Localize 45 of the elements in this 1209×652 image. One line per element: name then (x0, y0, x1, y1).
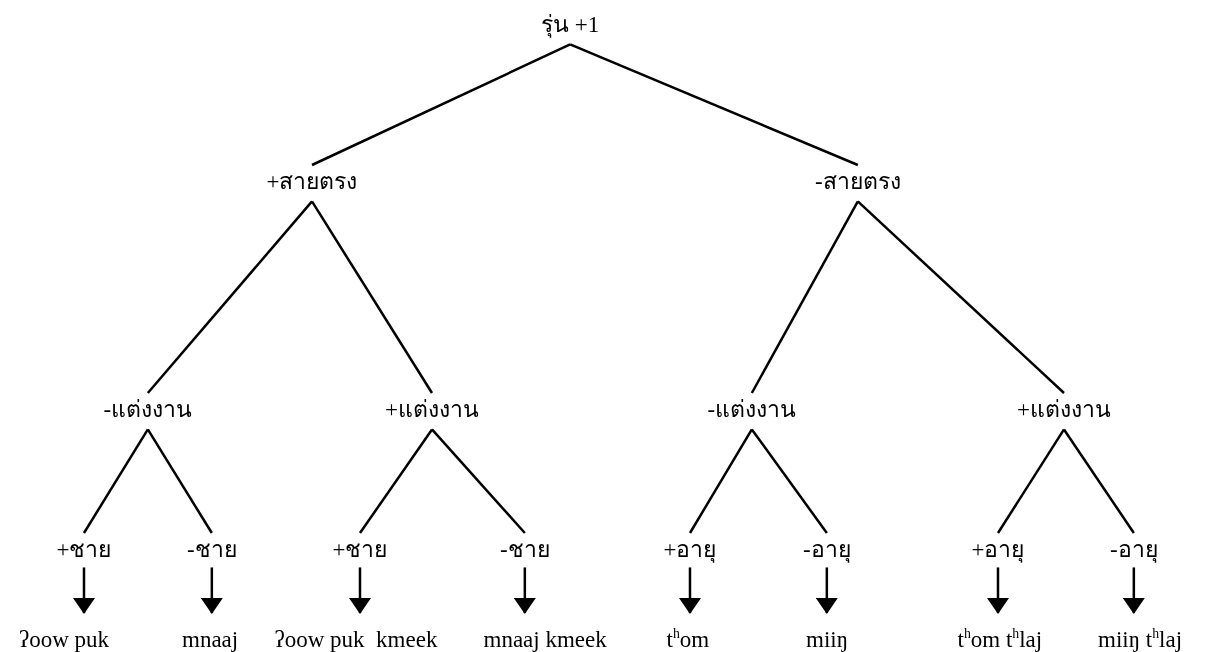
arrow (73, 567, 95, 614)
arrow (513, 567, 536, 614)
branch-line (146, 200, 313, 394)
node-label: -แต่งงาน (101, 397, 195, 424)
node-label: -สายตรง (813, 169, 903, 196)
node-label: -แต่งงาน (705, 397, 799, 424)
node-label: -ชาย (498, 537, 552, 564)
node-label: +แต่งงาน (1015, 397, 1113, 424)
node-label: t$^{h}$om (664, 627, 712, 652)
node-label: -ชาย (185, 537, 239, 564)
branch-line (146, 428, 213, 534)
node-label: t$^{h}$om t$^{h}$laj (955, 627, 1045, 652)
branch-line (996, 428, 1066, 534)
node-label: mnaaj (180, 627, 241, 652)
node-label: +ชาย (330, 537, 390, 564)
arrow (349, 567, 371, 614)
node-label: -อายุ (1108, 537, 1160, 564)
arrow (679, 567, 701, 614)
node-label: ʔoow puk (17, 627, 112, 652)
arrow (815, 567, 838, 614)
branch-line (82, 428, 149, 534)
branch-line (569, 43, 859, 167)
branch-line (311, 43, 571, 167)
arrow (1122, 567, 1145, 614)
node-label: -อายุ (801, 537, 853, 564)
branch-line (431, 428, 526, 534)
branch-line (688, 428, 753, 534)
node-label: รุ่น +1 (539, 12, 602, 39)
node-label: ʔoow puk kmeek (272, 627, 440, 652)
branch-line (310, 200, 434, 394)
branch-line (1062, 428, 1135, 534)
branch-line (750, 428, 828, 534)
node-label: +อายุ (661, 537, 719, 564)
node-label: +อายุ (969, 537, 1027, 564)
arrow (200, 567, 223, 614)
branch-line (857, 200, 1065, 394)
branch-line (750, 200, 859, 394)
node-label: miiŋ t$^{h}$laj (1096, 627, 1185, 652)
node-label: +แต่งงาน (383, 397, 481, 424)
node-label: mnaaj kmeek (481, 627, 609, 652)
node-label: +ชาย (54, 537, 114, 564)
node-label: +สายตรง (264, 169, 360, 196)
branch-line (358, 428, 433, 534)
arrow (987, 567, 1009, 614)
node-label: miiŋ (804, 627, 851, 652)
